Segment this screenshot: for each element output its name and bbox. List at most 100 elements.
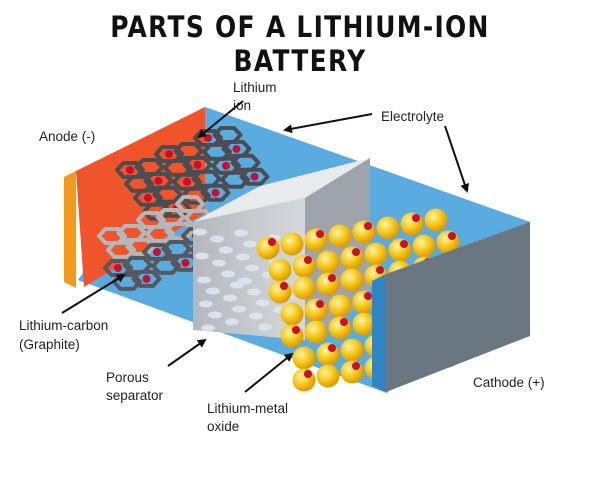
lithium-ion-dot	[154, 176, 163, 185]
metal-oxide-sphere	[316, 250, 340, 274]
lithium-ion-dot	[316, 300, 324, 308]
metal-oxide-sphere	[316, 272, 340, 296]
lithium-ion-dot	[114, 264, 122, 272]
lithium-ion-dot	[316, 230, 324, 238]
metal-oxide-sphere	[304, 298, 328, 322]
lithium-ion-dot	[193, 160, 202, 169]
graphite-layers	[97, 126, 270, 291]
anode-edge	[64, 171, 76, 288]
lithium-ion-dot	[364, 292, 372, 300]
lithium-ion-dot	[144, 193, 152, 202]
metal-oxide-sphere	[340, 268, 364, 292]
lithium-ion-dot	[222, 161, 230, 170]
separator-pore	[219, 246, 233, 254]
separator-pore	[258, 323, 272, 331]
separator-pore	[197, 276, 211, 284]
separator-pore	[210, 235, 224, 243]
metal-oxide-sphere	[292, 368, 316, 392]
lithium-ion-dot	[328, 274, 336, 282]
lithium-ion-dot	[183, 177, 191, 186]
label-anode: Anode (-)	[39, 129, 95, 144]
cathode-edge	[372, 274, 386, 392]
diagram-title: PARTS OF A LITHIUM-ION BATTERY	[110, 10, 490, 78]
metal-oxide-sphere	[340, 338, 364, 362]
metal-oxide-sphere	[340, 360, 364, 384]
metal-oxide-sphere	[352, 312, 376, 336]
metal-oxide-sphere	[340, 246, 364, 270]
separator-pore	[232, 305, 246, 313]
metal-oxide-sphere	[424, 208, 448, 232]
lithium-ion-dot	[268, 238, 276, 246]
metal-oxide-sphere	[316, 364, 340, 388]
metal-oxide-sphere	[292, 346, 316, 370]
separator-pore	[256, 299, 270, 307]
metal-oxide-sphere	[268, 258, 292, 282]
arrow-porous-separator	[167, 338, 207, 367]
metal-oxide-sphere	[328, 316, 352, 340]
lithium-ion-dot	[340, 318, 348, 326]
label-lithium-carbon-line1: Lithium-carbon	[19, 318, 108, 333]
lithium-ion-dot	[204, 134, 212, 142]
label-lithium-ion-line2: ion	[233, 98, 251, 113]
graphite-hexagon	[239, 167, 270, 186]
metal-oxide-sphere	[400, 212, 424, 236]
separator-pore	[225, 318, 239, 326]
metal-oxide-sphere	[328, 224, 352, 248]
graphite-hexagon	[145, 224, 175, 243]
metal-oxide-sphere	[280, 302, 304, 326]
metal-oxide-sphere	[388, 238, 412, 262]
lithium-ion-dot	[412, 214, 420, 222]
metal-oxide-sphere	[328, 294, 352, 318]
lithium-ion-dot	[352, 248, 360, 256]
separator-pore	[199, 300, 213, 308]
lithium-ion-dot	[250, 172, 259, 181]
lithium-ion-dot	[448, 232, 456, 240]
separator-pore	[236, 253, 250, 261]
metal-oxide-sphere	[364, 242, 388, 266]
lithium-ion-dot	[328, 344, 336, 352]
arrow-electrolyte	[283, 113, 373, 134]
lithium-ion-dot	[142, 274, 151, 283]
lithium-ion-dot	[165, 150, 173, 158]
separator-pore	[245, 264, 259, 272]
metal-oxide-sphere	[304, 320, 328, 344]
separator-pore	[195, 252, 209, 260]
arrow-lithium-ion	[197, 100, 244, 139]
separator-pore	[201, 324, 215, 332]
separator-pore	[206, 287, 220, 295]
separator-pore	[247, 288, 261, 296]
metal-oxide-sphere	[316, 342, 340, 366]
graphite-hexagon	[151, 256, 181, 275]
lithium-ion-dot	[211, 188, 220, 197]
lithium-ion-dot	[376, 266, 384, 274]
metal-oxide-sphere	[256, 236, 280, 260]
label-lithium-metal-oxide-line2: oxide	[207, 419, 239, 434]
label-lithium-metal-oxide-line1: Lithium-metal	[207, 401, 288, 416]
graphite-hexagon	[170, 253, 201, 272]
graphite-hexagon	[131, 269, 162, 288]
separator-pore	[208, 311, 222, 319]
metal-oxide-sphere	[268, 280, 292, 304]
lithium-ion-dot	[400, 240, 408, 248]
porous-separator	[193, 158, 370, 340]
metal-oxide-sphere	[304, 228, 328, 252]
lithium-ion-dot	[232, 144, 241, 153]
label-lithium-ion-line1: Lithium	[233, 80, 277, 95]
graphite-hexagon	[106, 240, 136, 259]
graphite-hexagon	[200, 183, 231, 202]
metal-oxide-sphere	[376, 216, 400, 240]
metal-oxide-sphere	[292, 254, 316, 278]
label-porous-separator-line1: Porous	[106, 370, 149, 385]
lithium-ion-dot	[280, 282, 288, 290]
metal-oxide-sphere	[352, 220, 376, 244]
separator-pore	[193, 228, 207, 236]
label-lithium-carbon-line2: (Graphite)	[19, 337, 80, 352]
graphite-hexagon	[220, 170, 250, 189]
lithium-ion-dot	[352, 362, 360, 370]
metal-oxide-sphere	[292, 276, 316, 300]
lithium-ion-dot	[181, 258, 190, 267]
separator-pore	[238, 277, 252, 285]
lithium-ion-dot	[304, 256, 312, 264]
separator-pore	[249, 312, 263, 320]
